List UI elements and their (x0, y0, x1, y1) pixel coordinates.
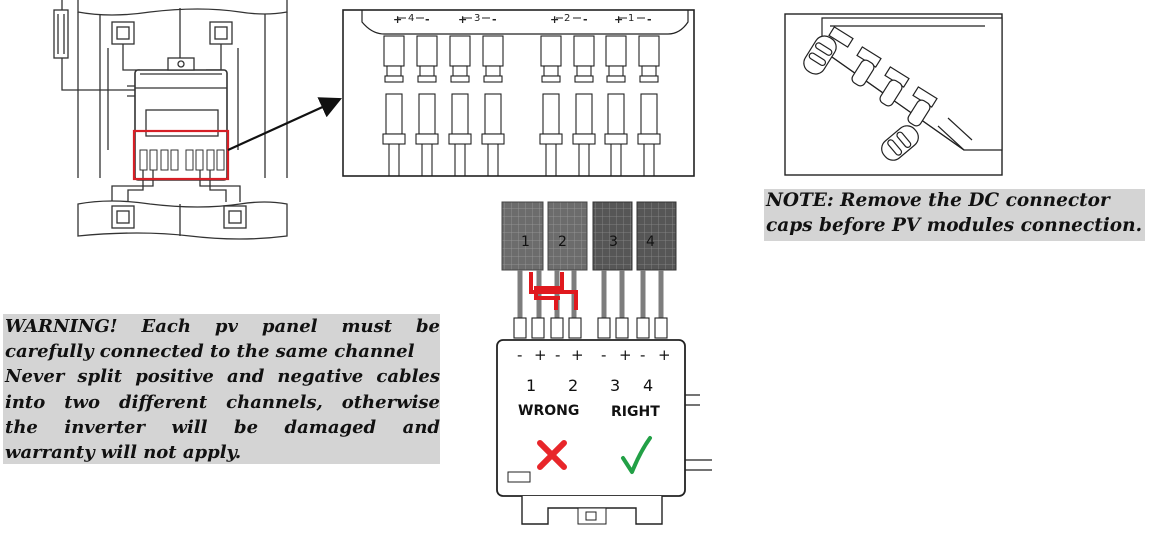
right-label: RIGHT (611, 404, 660, 420)
pv-panel-2 (547, 201, 588, 271)
wrong-wiring (529, 272, 578, 310)
inverter-perspective (784, 13, 1003, 176)
warning-line-5: the inverter will be damaged and (5, 416, 440, 438)
highlight-box (132, 129, 230, 181)
warning-line-4: into two different channels, otherwise (5, 391, 440, 413)
panel-label-3: 3 (609, 234, 618, 250)
warning-line-3: Never split positive and negative cables (5, 366, 440, 388)
channel-label-1: 1 (526, 376, 536, 395)
channel-label-3: 3 (610, 376, 620, 395)
panel-label-4: 4 (646, 234, 655, 250)
connector-label-4: 4 (408, 13, 414, 24)
panel-label-1: 1 (521, 234, 530, 250)
channel-label-2: 2 (568, 376, 578, 395)
channel-label-4: 4 (643, 376, 653, 395)
pv-panel-3 (592, 201, 633, 271)
terminal-sign-7: - (640, 346, 645, 364)
pv-panel-4 (636, 201, 677, 271)
terminal-sign-4: + (571, 346, 584, 364)
note-text: NOTE: Remove the DC connector caps befor… (766, 188, 1149, 238)
wrong-label: WRONG (518, 403, 579, 419)
warning-highlight (3, 314, 440, 464)
warning-text: WARNING! Each pv panel must be carefully… (5, 314, 440, 465)
terminal-sign-1: - (517, 346, 522, 364)
panel-label-2: 2 (558, 234, 567, 250)
svg-text:-: - (647, 13, 652, 26)
terminal-sign-2: + (534, 346, 547, 364)
svg-text:-: - (583, 13, 588, 26)
terminal-sign-8: + (658, 346, 671, 364)
wiring-example: 1 2 3 4 (496, 201, 712, 525)
svg-text:+: + (614, 13, 623, 26)
connector-label-1: 1 (628, 13, 634, 24)
wrong-x-icon (537, 440, 567, 470)
warning-line-6: warranty will not apply. (5, 442, 242, 464)
connector-label-2: 2 (564, 13, 570, 24)
arrow-icon (227, 97, 343, 152)
warning-line-1: WARNING! Each pv panel must be (5, 316, 440, 337)
svg-text:+: + (458, 13, 467, 26)
upper-connector (383, 35, 405, 83)
svg-text:+: + (550, 13, 559, 26)
mounting-overview (53, 0, 288, 240)
note-line-2: caps before PV modules connection. (766, 215, 1143, 236)
right-check-icon (621, 436, 652, 474)
svg-text:-: - (425, 13, 430, 26)
pv-panel-1 (501, 201, 544, 271)
warning-line-2: carefully connected to the same channel (5, 341, 415, 363)
terminal-sign-5: - (601, 346, 606, 364)
svg-text:+: + (393, 13, 402, 26)
terminal-sign-3: - (555, 346, 560, 364)
svg-text:-: - (492, 13, 497, 26)
connector-label-3: 3 (474, 13, 480, 24)
terminal-sign-6: + (619, 346, 632, 364)
note-line-1: NOTE: Remove the DC connector (766, 190, 1110, 211)
connector-detail: + - + - + - + - 4 3 2 1 (342, 9, 695, 177)
note-highlight (764, 189, 1145, 241)
